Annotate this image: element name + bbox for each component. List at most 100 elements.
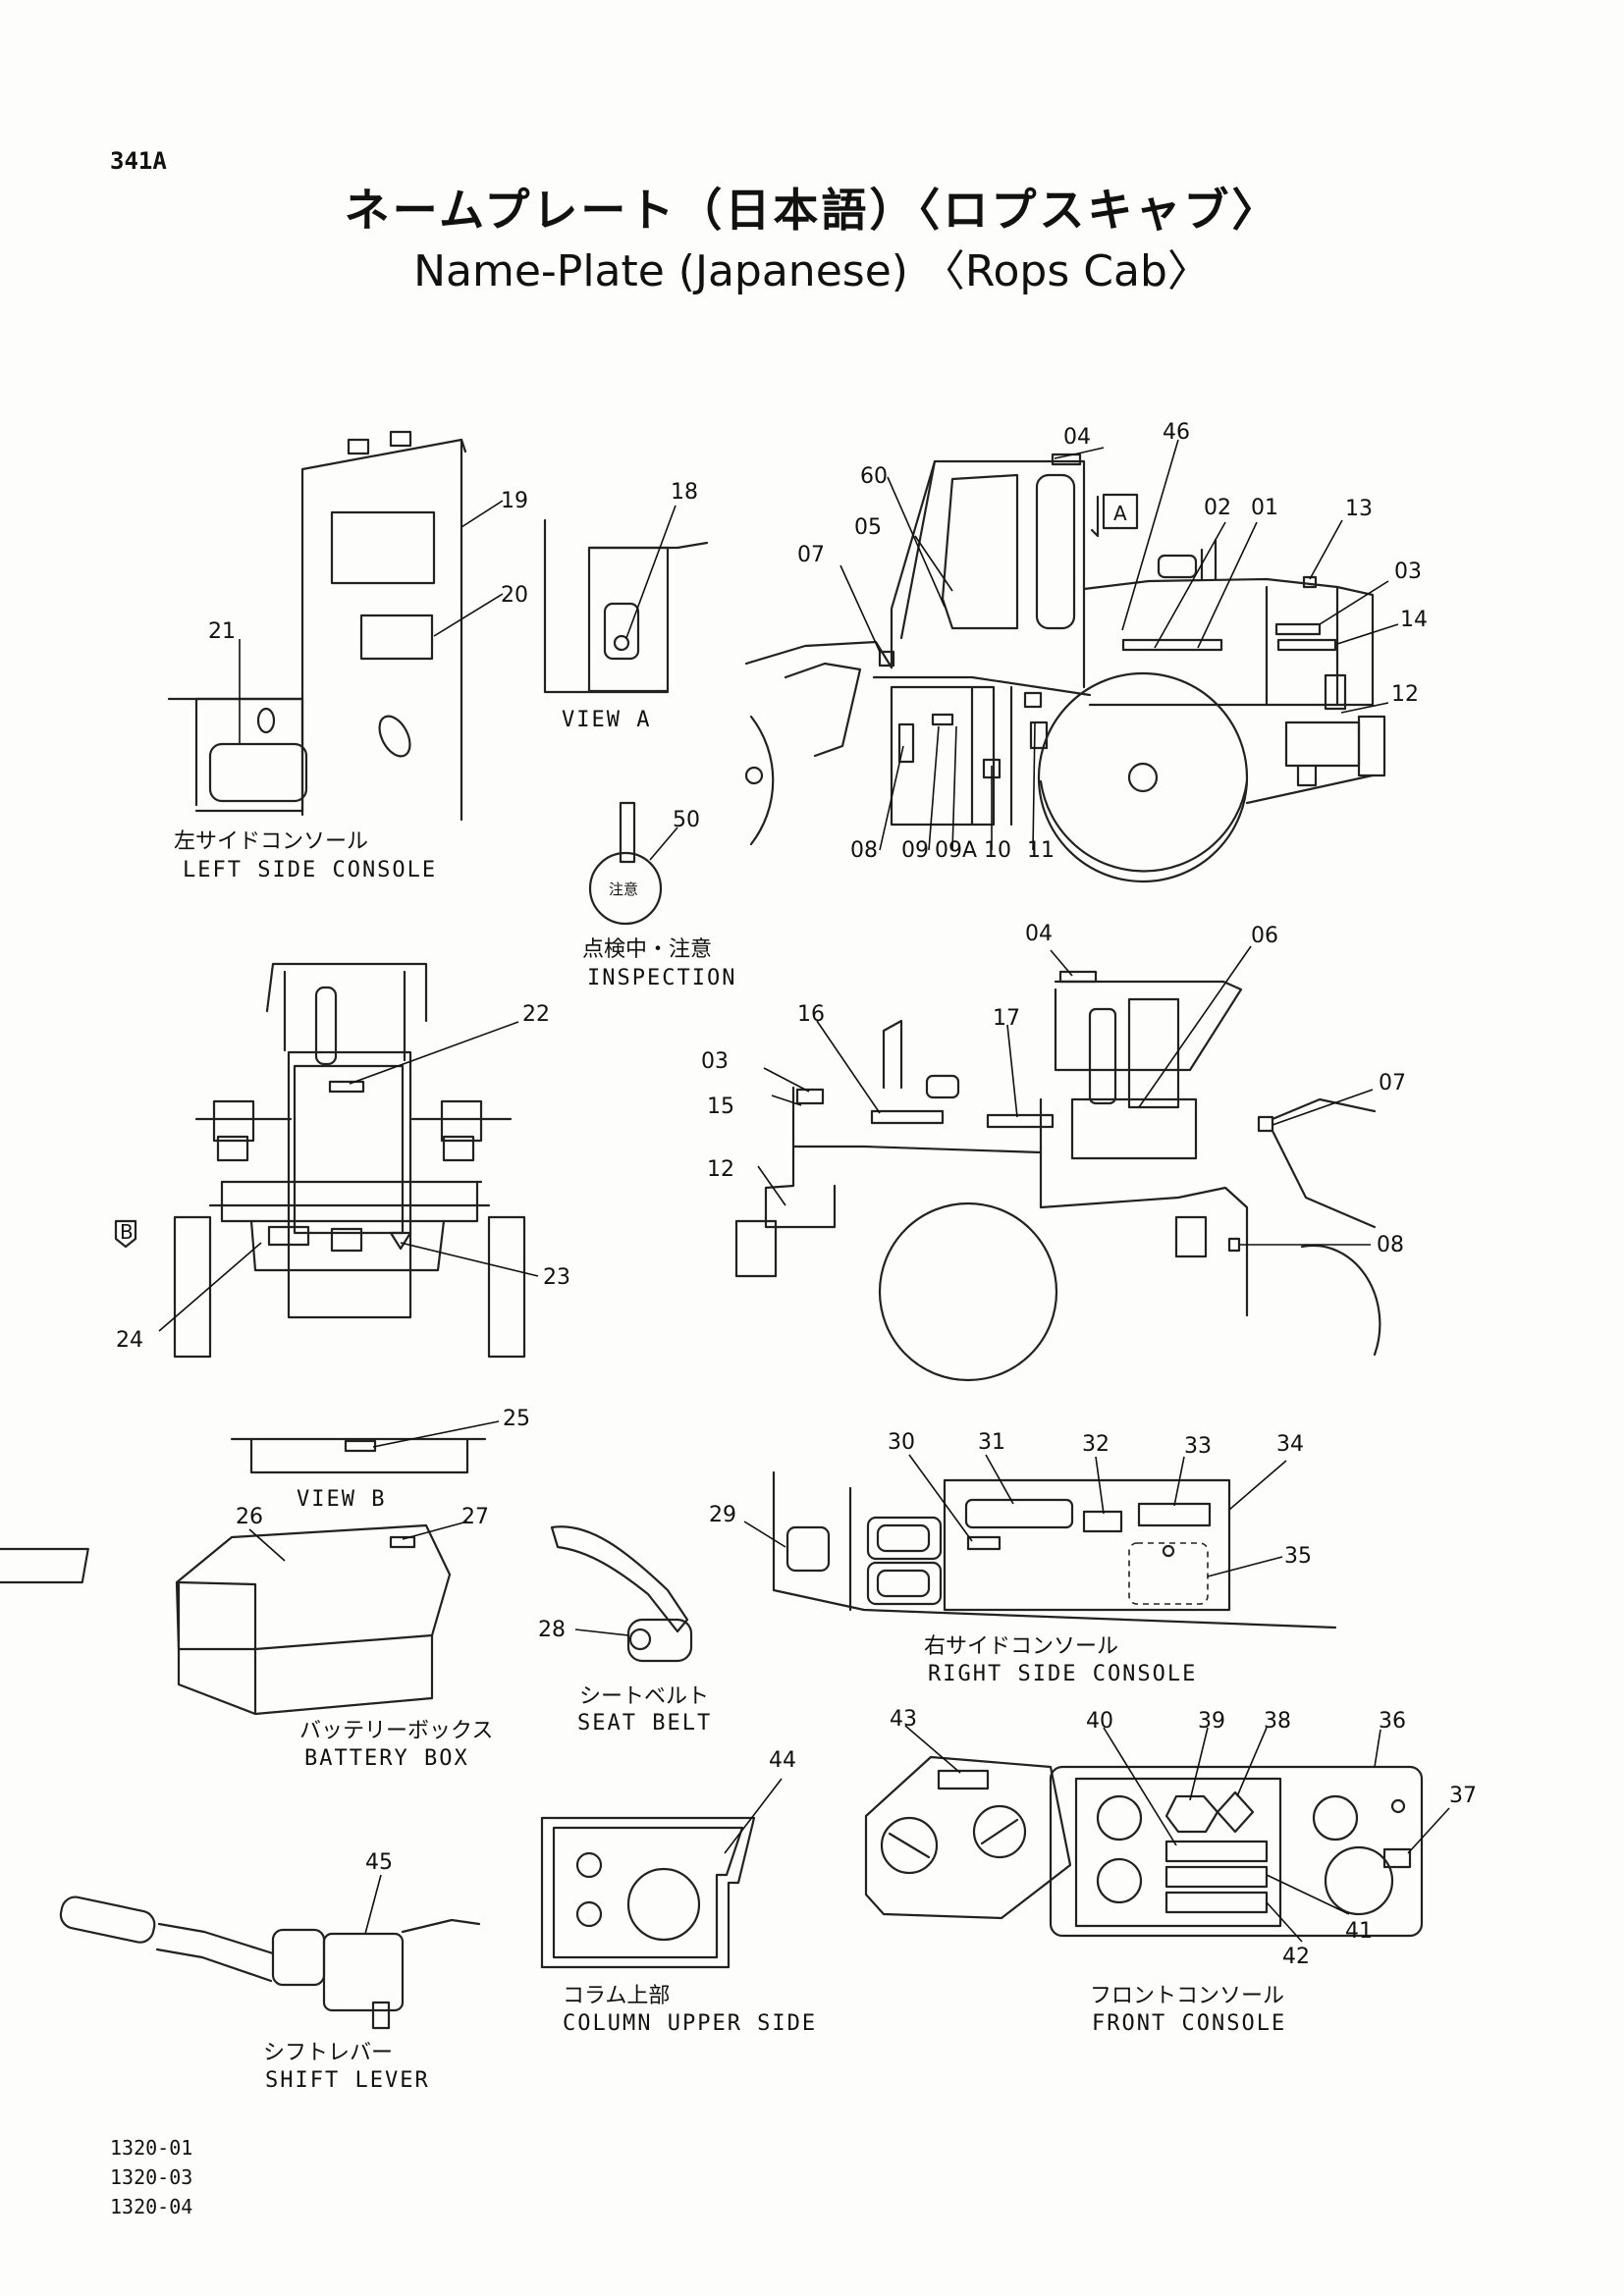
callout-45: 45 (365, 1850, 393, 1875)
console-knob (378, 715, 411, 758)
callout-07-mid: 07 (1379, 1071, 1406, 1095)
rear-right-tire (487, 1215, 526, 1359)
plate-45 (322, 1932, 405, 2012)
callout-03-mid: 03 (701, 1049, 729, 1074)
callout-22: 22 (522, 1002, 550, 1027)
front-console-panel (1049, 1765, 1424, 1938)
console-tall-panel (300, 438, 463, 822)
callout-37: 37 (1449, 1784, 1477, 1808)
callout-29: 29 (709, 1503, 736, 1527)
plate-04-top (1051, 453, 1082, 466)
plate-16 (870, 1109, 945, 1125)
plate-42 (1164, 1891, 1269, 1914)
plate-37 (1382, 1847, 1412, 1869)
callout-30: 30 (888, 1430, 915, 1455)
callout-24: 24 (116, 1328, 143, 1353)
callout-39: 39 (1198, 1709, 1225, 1734)
right-cab-outline (1054, 980, 1243, 1072)
plate-31 (964, 1498, 1074, 1529)
plate-17 (986, 1113, 1055, 1129)
callout-38: 38 (1264, 1709, 1291, 1734)
column-upper-side-jp: コラム上部 (563, 1984, 670, 2008)
plate-26 (0, 1547, 89, 1584)
callout-27: 27 (461, 1505, 489, 1529)
plate-33 (1137, 1502, 1212, 1527)
plate-29 (785, 1525, 831, 1573)
callout-16: 16 (797, 1002, 825, 1027)
front-wheel-arc (749, 715, 775, 846)
rear-left-tire (173, 1215, 212, 1359)
plate-01 (1121, 638, 1223, 652)
view-b-marker-box (114, 1219, 137, 1249)
view-a-caption: VIEW A (562, 708, 651, 732)
right-side-console-figure: 30 31 32 33 34 35 29 右サイドコンソール RIGHT SID… (709, 1430, 1337, 1686)
plate-38 (1216, 1790, 1255, 1834)
doc-ref-1: 1320-01 (110, 2136, 193, 2160)
left-side-console-figure: 19 20 21 左サイドコンソール LEFT SIDE CONSOLE (167, 430, 528, 882)
callout-18: 18 (671, 480, 698, 505)
plate-19-outline (330, 510, 436, 585)
front-console-left-pod (864, 1755, 1072, 1920)
machine-right-side-view: 04 06 07 08 03 15 16 17 12 (701, 922, 1406, 1382)
column-upper-side-figure: 44 コラム上部 COLUMN UPPER SIDE (540, 1748, 815, 2036)
console-lamp-right (389, 430, 412, 448)
callout-40: 40 (1086, 1709, 1113, 1734)
left-side-console-en: LEFT SIDE CONSOLE (183, 858, 437, 882)
callout-08-mid: 08 (1377, 1233, 1404, 1257)
callout-44: 44 (769, 1748, 796, 1773)
callout-26: 26 (236, 1505, 263, 1529)
plate-03-mid (795, 1088, 825, 1105)
callout-04-top: 04 (1063, 425, 1091, 450)
plate-27 (389, 1535, 416, 1549)
callout-42: 42 (1282, 1945, 1310, 1969)
right-rear-wheel (878, 1201, 1058, 1382)
cab-outline (890, 459, 1086, 689)
callout-25: 25 (503, 1407, 530, 1431)
callout-32: 32 (1082, 1432, 1110, 1457)
title-english: Name-Plate (Japanese) 〈Rops Cab〉 (413, 246, 1211, 296)
battery-box-jp: バッテリーボックス (299, 1719, 493, 1743)
rear-bumper (249, 1219, 446, 1272)
right-console-panel (943, 1478, 1231, 1612)
callout-13: 13 (1345, 497, 1373, 521)
callout-09: 09 (901, 838, 929, 863)
seat-belt-en: SEAT BELT (577, 1711, 712, 1735)
callout-43: 43 (890, 1707, 917, 1732)
callout-09a: 09A (935, 838, 977, 863)
callout-36: 36 (1379, 1709, 1406, 1734)
console-dial (256, 707, 276, 734)
plate-40 (1164, 1840, 1269, 1863)
callout-15: 15 (707, 1095, 734, 1119)
page-code: 341A (110, 147, 167, 175)
shift-lever-en: SHIFT LEVER (265, 2068, 430, 2093)
view-a-marker: A (1113, 502, 1127, 525)
console-lamp-left (347, 438, 370, 455)
plate-35 (1128, 1542, 1209, 1605)
view-a-figure: 18 VIEW A (543, 480, 709, 732)
plate-32 (1082, 1510, 1123, 1533)
callout-12-top: 12 (1391, 682, 1419, 707)
callout-11: 11 (1027, 838, 1055, 863)
callout-35: 35 (1284, 1544, 1312, 1569)
right-console-outline (772, 1470, 1337, 1629)
callout-21: 21 (208, 619, 236, 644)
plate-08 (897, 722, 915, 764)
callout-23: 23 (543, 1265, 570, 1290)
plate-20-outline (359, 614, 434, 661)
front-console-en: FRONT CONSOLE (1092, 2011, 1286, 2036)
callout-17: 17 (993, 1006, 1020, 1031)
plate-41 (1164, 1865, 1269, 1889)
callout-19: 19 (501, 489, 528, 513)
plate-23 (389, 1231, 412, 1251)
callout-10: 10 (984, 838, 1011, 863)
rear-counterweight-box (1284, 721, 1361, 768)
seat-belt-figure: 28 シートベルト SEAT BELT (538, 1525, 712, 1735)
plate-25 (344, 1439, 377, 1453)
shift-lever-jp: シフトレバー (263, 2041, 393, 2065)
plate-39 (1164, 1794, 1219, 1834)
machine-rear-view: B 22 23 24 (114, 962, 570, 1359)
title-japanese: ネームプレート（日本語）〈ロプスキャブ〉 (344, 184, 1280, 237)
inspection-tag-text: 注意 (609, 881, 638, 898)
right-side-console-en: RIGHT SIDE CONSOLE (928, 1662, 1197, 1686)
shift-lever-figure: 45 シフトレバー SHIFT LEVER (59, 1850, 481, 2093)
